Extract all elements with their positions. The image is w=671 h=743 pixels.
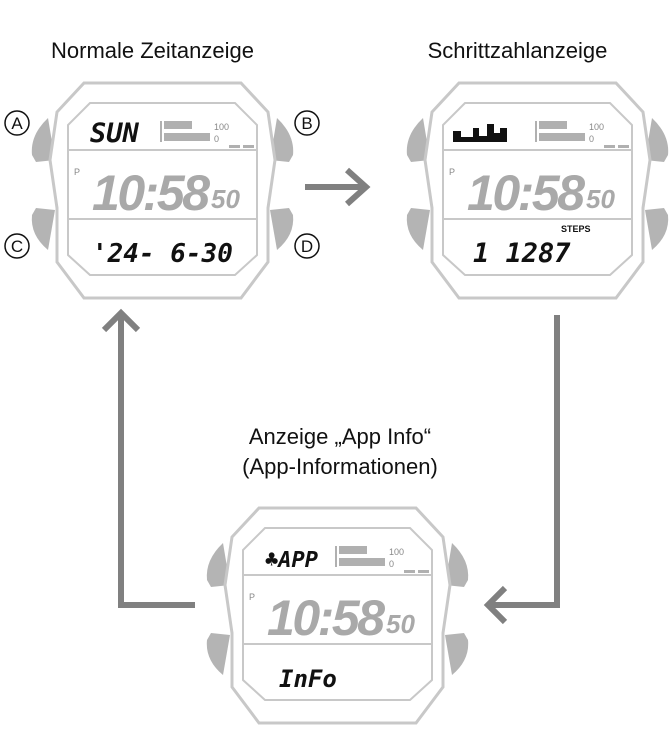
- scale-max-label: 100: [589, 122, 604, 132]
- watch-step-count: 100 0 P 10:58 50 STEPS 1 1287: [405, 81, 670, 300]
- scale-min-label: 0: [214, 134, 219, 144]
- button-c-label: C: [11, 237, 23, 256]
- arrow-left-up: [101, 308, 195, 608]
- watch-normal-time: SUN 100 0 P 10:58 50 '24- 6-30: [30, 81, 295, 300]
- time-display: 10:58: [467, 165, 585, 221]
- pm-indicator: P: [249, 592, 255, 602]
- seconds-display: 50: [211, 184, 240, 214]
- caption-step-count: Schrittzahlanzeige: [427, 38, 608, 63]
- time-display: 10:58: [267, 590, 385, 646]
- steps-label: STEPS: [561, 224, 591, 234]
- time-display: 10:58: [92, 165, 210, 221]
- scale-min-label: 0: [589, 134, 594, 144]
- scale-max-label: 100: [214, 122, 229, 132]
- scale-max-label: 100: [389, 547, 404, 557]
- app-indicator: ♣APP: [265, 548, 318, 573]
- caption-app-info-sub: (App-Informationen): [242, 454, 438, 479]
- weekday-text: SUN: [90, 118, 140, 149]
- seconds-display: 50: [586, 184, 615, 214]
- arrow-right: [305, 167, 371, 207]
- button-b-label: B: [301, 114, 312, 133]
- caption-normal-time: Normale Zeitanzeige: [51, 38, 254, 63]
- info-display: InFo: [279, 665, 337, 693]
- scale-min-label: 0: [389, 559, 394, 569]
- caption-app-info: Anzeige „App Info“: [248, 424, 432, 449]
- seconds-display: 50: [386, 609, 415, 639]
- date-display: '24- 6-30: [92, 239, 233, 269]
- pm-indicator: P: [74, 167, 80, 177]
- button-a-label: A: [11, 114, 23, 133]
- step-count-display: 1 1287: [473, 238, 571, 269]
- button-d-label: D: [301, 237, 313, 256]
- watch-app-info: ♣APP 100 0 P 10:58 50 InFo: [205, 506, 470, 725]
- arrow-down-left: [483, 315, 560, 625]
- pm-indicator: P: [449, 167, 455, 177]
- step-graph-icon: [453, 124, 507, 142]
